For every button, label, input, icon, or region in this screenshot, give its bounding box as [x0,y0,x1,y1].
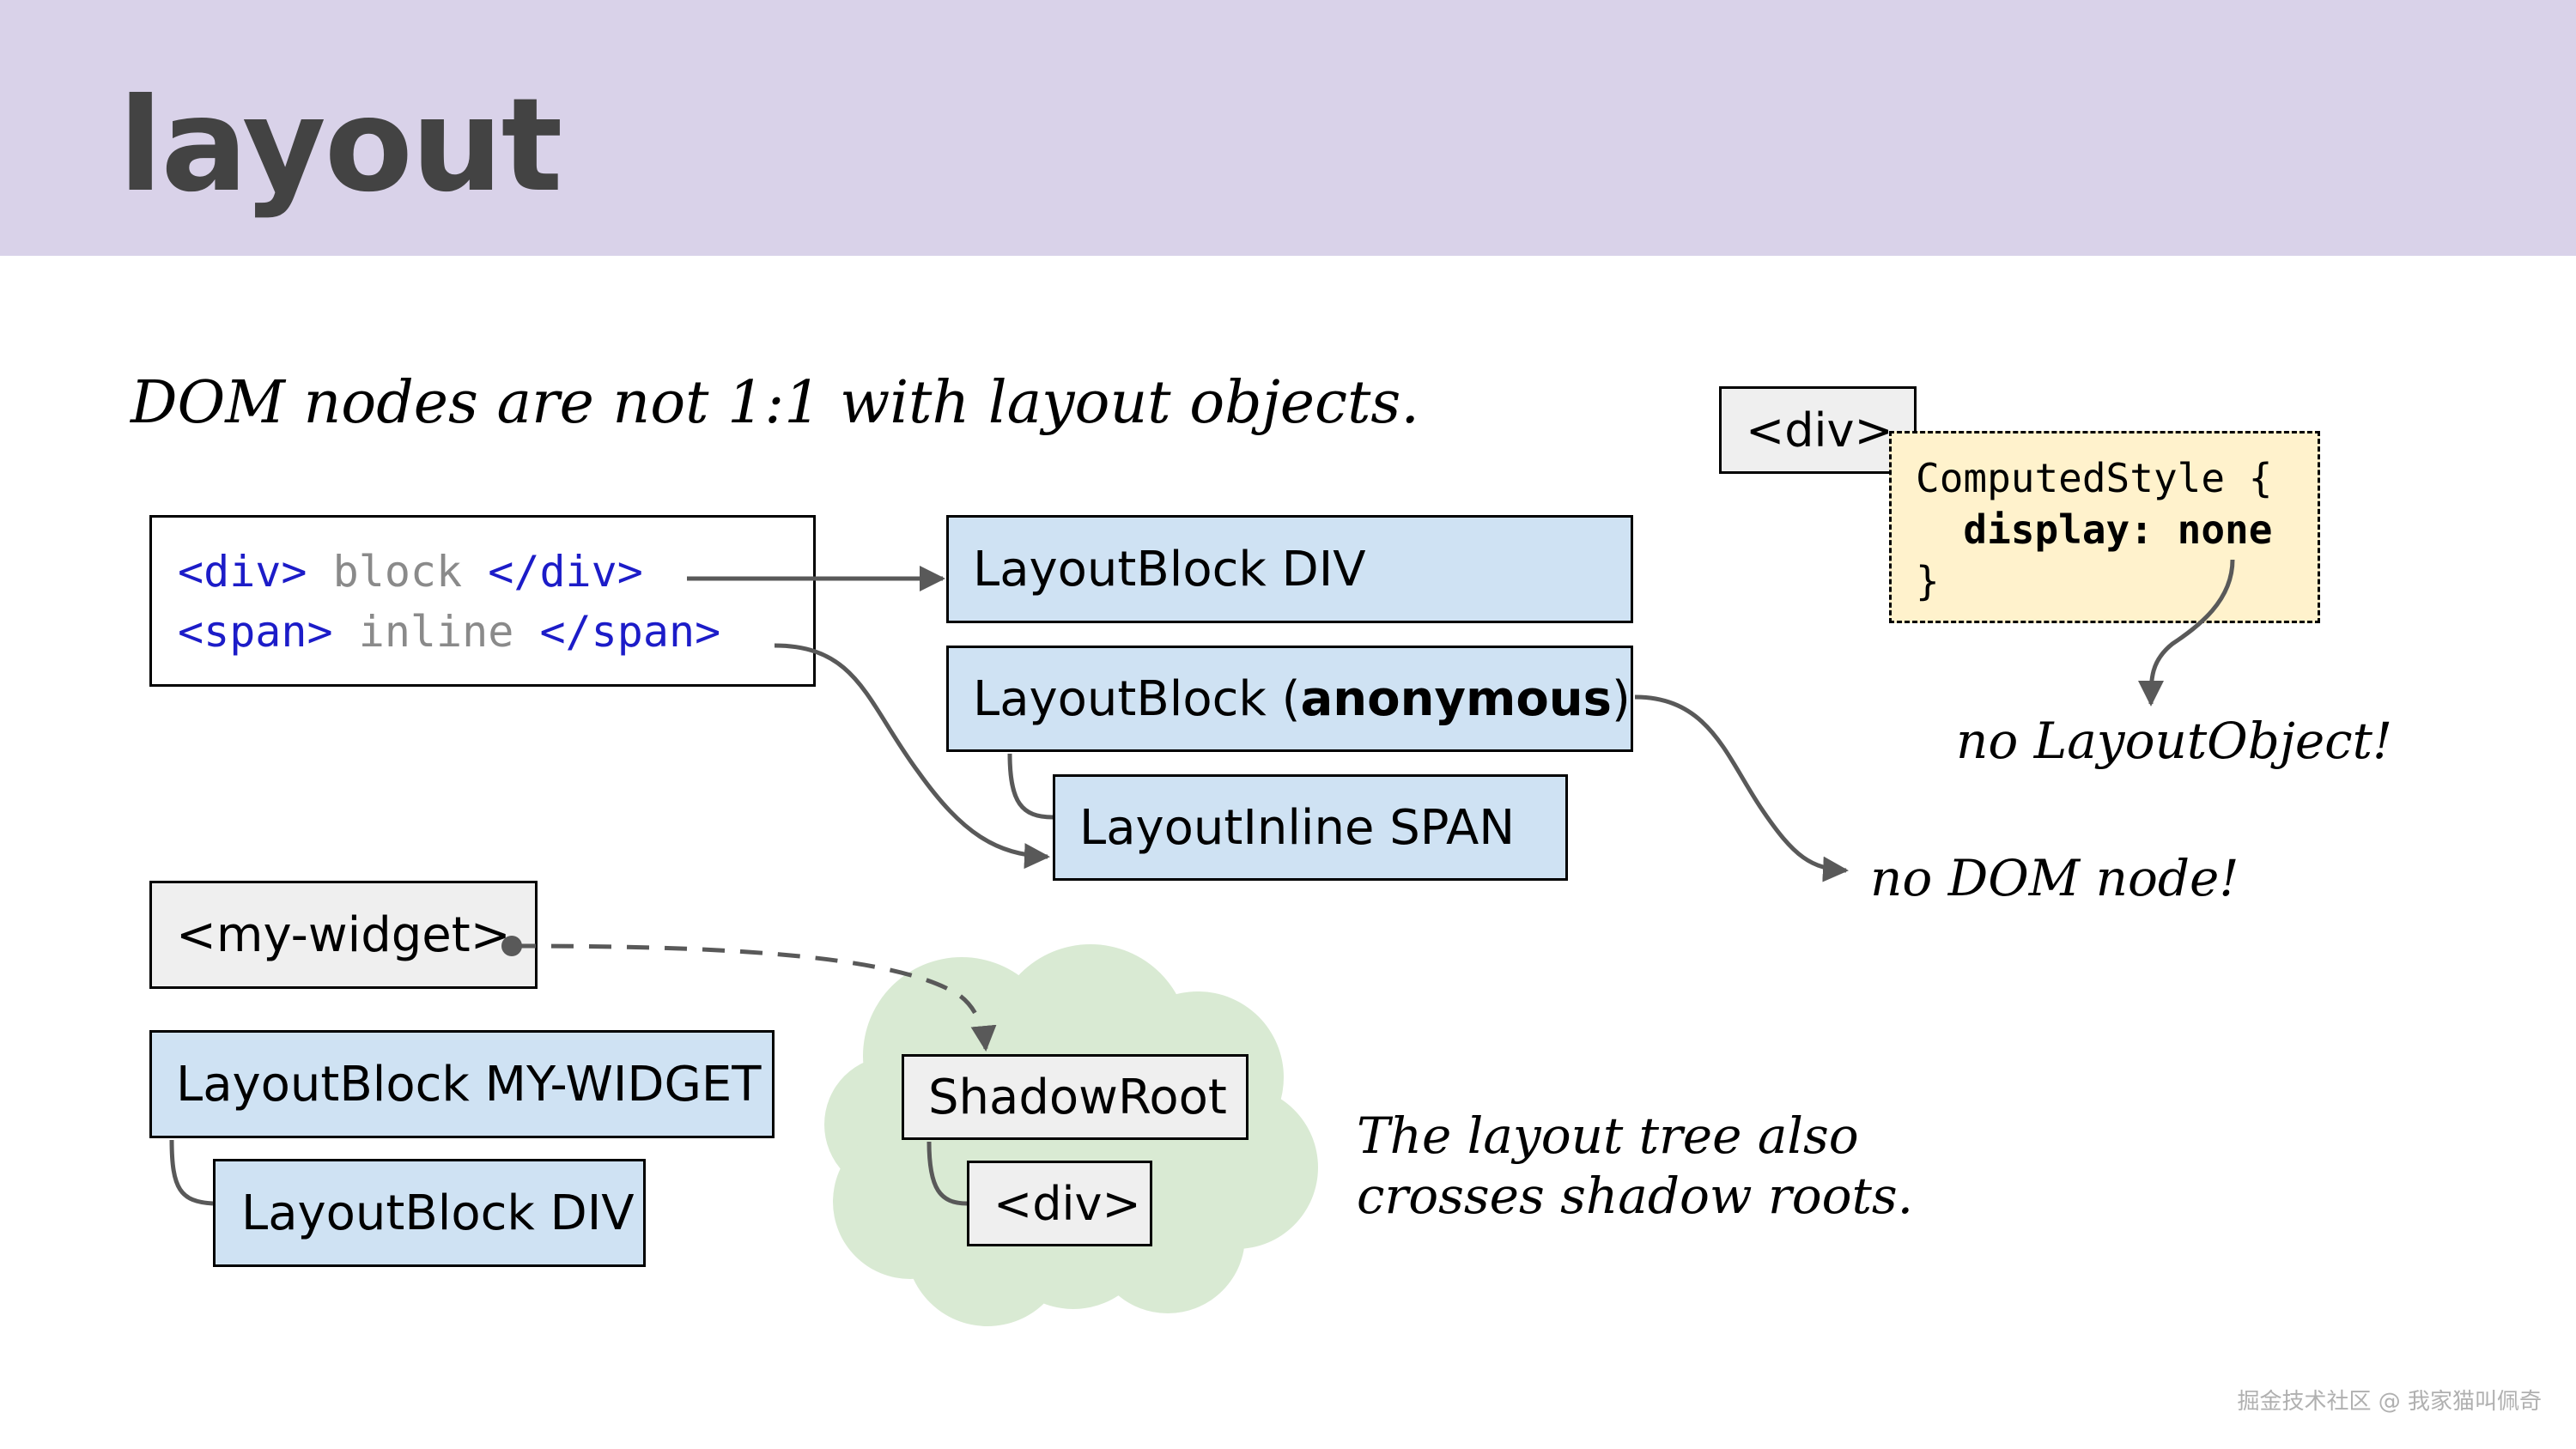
code-div-close: </div> [488,547,643,597]
tree-line-my-widget [169,1139,214,1206]
arrow-span-to-layout-inline [774,643,1050,870]
tree-line-shadow-root [927,1141,968,1206]
watermark: 掘金技术社区 @ 我家猫叫佩奇 [2237,1389,2542,1415]
note-shadow-line2: crosses shadow roots. [1357,1167,1914,1225]
code-span-text: inline [332,607,540,657]
dom-code-snippet: <div> block </div> <span> inline </span> [149,515,816,687]
computed-style-box: ComputedStyle { display: none } [1889,431,2320,623]
layout-inline-span: LayoutInline SPAN [1053,774,1568,881]
my-widget-dot [501,936,522,956]
code-span-open: <span> [178,607,333,657]
computed-style-display-none: display: none [1963,506,2273,553]
computed-style-open: ComputedStyle { [1916,455,2273,501]
my-widget-node: <my-widget> [149,881,538,989]
note-shadow-line1: The layout tree also [1357,1106,1859,1165]
shadow-div-node: <div> [967,1161,1152,1246]
slide-subtitle: DOM nodes are not 1:1 with layout object… [131,369,1419,437]
tree-line-anon-to-inline [1007,753,1054,820]
arrow-anon-to-no-dom-node [1634,694,1849,882]
note-no-dom-node: no DOM node! [1870,849,2239,907]
layout-block-anonymous-bold: anonymous [1300,670,1613,727]
code-div-text: block [307,547,489,597]
note-no-layout-object: no LayoutObject! [1956,712,2393,770]
code-div-open: <div> [178,547,307,597]
slide-title: layout [118,71,562,221]
layout-block-anonymous-prefix: LayoutBlock ( [973,670,1301,727]
layout-block-anonymous: LayoutBlock (anonymous) [946,646,1633,752]
layout-block-anonymous-suffix: ) [1612,670,1631,727]
computed-style-close: } [1916,558,1940,604]
arrow-my-widget-to-shadow-root [513,943,997,1052]
layout-block-my-widget: LayoutBlock MY-WIDGET [149,1030,775,1138]
code-span-close: </span> [539,607,721,657]
arrow-display-none-to-note [2138,559,2235,706]
hidden-div-node: <div> [1719,386,1917,474]
shadow-root-node: ShadowRoot [902,1054,1249,1140]
layout-block-div: LayoutBlock DIV [946,515,1633,623]
layout-block-div-shadow: LayoutBlock DIV [213,1159,646,1267]
header-band [0,0,2576,256]
